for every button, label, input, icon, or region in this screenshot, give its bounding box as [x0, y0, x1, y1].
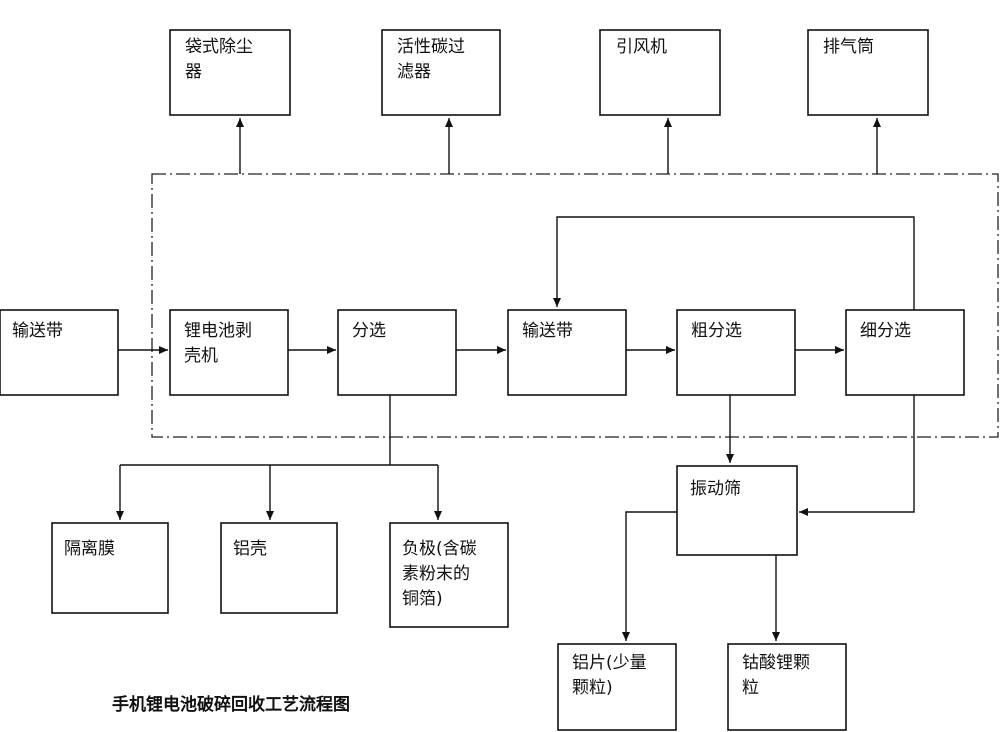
label-line: 负极(含碳 [402, 539, 477, 559]
node-bag-filter-label: 袋式除尘器 [185, 37, 253, 82]
node-aluminum-flakes: 铝片(少量颗粒) [557, 643, 677, 731]
node-bag-filter: 袋式除尘器 [169, 29, 291, 116]
node-lithium-cobalt-oxide: 钴酸锂颗粒 [727, 643, 847, 731]
arrow-fine-to-screen [799, 395, 915, 516]
node-exhaust-stack: 排气筒 [807, 29, 929, 116]
label-line: 粗分选 [691, 321, 742, 341]
label-line: 引风机 [616, 37, 667, 57]
label-line: 振动筛 [690, 479, 741, 499]
node-aluminum-shell-label: 铝壳 [233, 539, 267, 559]
node-anode-copper-foil: 负极(含碳素粉末的铜箔) [389, 522, 509, 628]
label-line: 细分选 [860, 321, 911, 341]
label-line: 隔离膜 [64, 539, 115, 559]
node-shell-stripper-label: 锂电池剥壳机 [184, 321, 252, 366]
node-exhaust-stack-label: 排气筒 [823, 37, 874, 57]
node-separation-label: 分选 [352, 321, 386, 341]
label-line: 输送带 [12, 321, 63, 341]
label-line: 器 [185, 62, 202, 82]
node-conveyor-middle: 输送带 [507, 309, 627, 396]
label-line: 壳机 [184, 346, 218, 366]
label-line: 活性碳过 [397, 37, 465, 57]
node-conveyor-input-label: 输送带 [12, 321, 63, 341]
node-conveyor-input: 输送带 [0, 309, 119, 396]
label-line: 滤器 [397, 62, 431, 82]
label-line: 素粉末的 [402, 564, 470, 584]
label-line: 铝壳 [233, 539, 267, 559]
node-shell-stripper: 锂电池剥壳机 [169, 309, 289, 396]
node-fine-separation-label: 细分选 [860, 321, 911, 341]
label-line: 锂电池剥 [184, 321, 252, 341]
enclosure-boundary [151, 173, 999, 438]
arrow-screen-to-al-flakes [622, 511, 677, 641]
node-fine-separation: 细分选 [845, 309, 965, 396]
label-line: 铜箔) [402, 589, 443, 609]
node-lithium-cobalt-oxide-label: 钴酸锂颗粒 [742, 653, 810, 698]
node-activated-carbon-filter: 活性碳过滤器 [381, 29, 501, 116]
node-aluminum-flakes-label: 铝片(少量颗粒) [572, 653, 647, 698]
node-separator-film: 隔离膜 [51, 522, 169, 614]
label-line: 排气筒 [823, 37, 874, 57]
node-vibrating-screen-label: 振动筛 [690, 479, 741, 499]
node-coarse-separation: 粗分选 [676, 309, 796, 396]
node-anode-copper-foil-label: 负极(含碳素粉末的铜箔) [402, 539, 477, 609]
label-line: 分选 [352, 321, 386, 341]
label-line: 输送带 [522, 321, 573, 341]
label-line: 颗粒) [572, 678, 613, 698]
node-separator-film-label: 隔离膜 [64, 539, 115, 559]
label-line: 袋式除尘 [185, 37, 253, 57]
node-coarse-separation-label: 粗分选 [691, 321, 742, 341]
arrow-fine-recycle-loop [553, 216, 915, 310]
diagram-title: 手机锂电池破碎回收工艺流程图 [112, 694, 350, 715]
node-activated-carbon-filter-label: 活性碳过滤器 [397, 37, 465, 82]
node-aluminum-shell: 铝壳 [220, 522, 338, 614]
node-separation: 分选 [337, 309, 457, 396]
label-line: 粒 [742, 678, 759, 698]
node-vibrating-screen: 振动筛 [676, 465, 798, 556]
node-induced-draft-fan: 引风机 [599, 29, 721, 116]
node-induced-draft-fan-label: 引风机 [616, 37, 667, 57]
label-line: 钴酸锂颗 [742, 653, 810, 673]
label-line: 铝片(少量 [572, 653, 647, 673]
node-conveyor-middle-label: 输送带 [522, 321, 573, 341]
